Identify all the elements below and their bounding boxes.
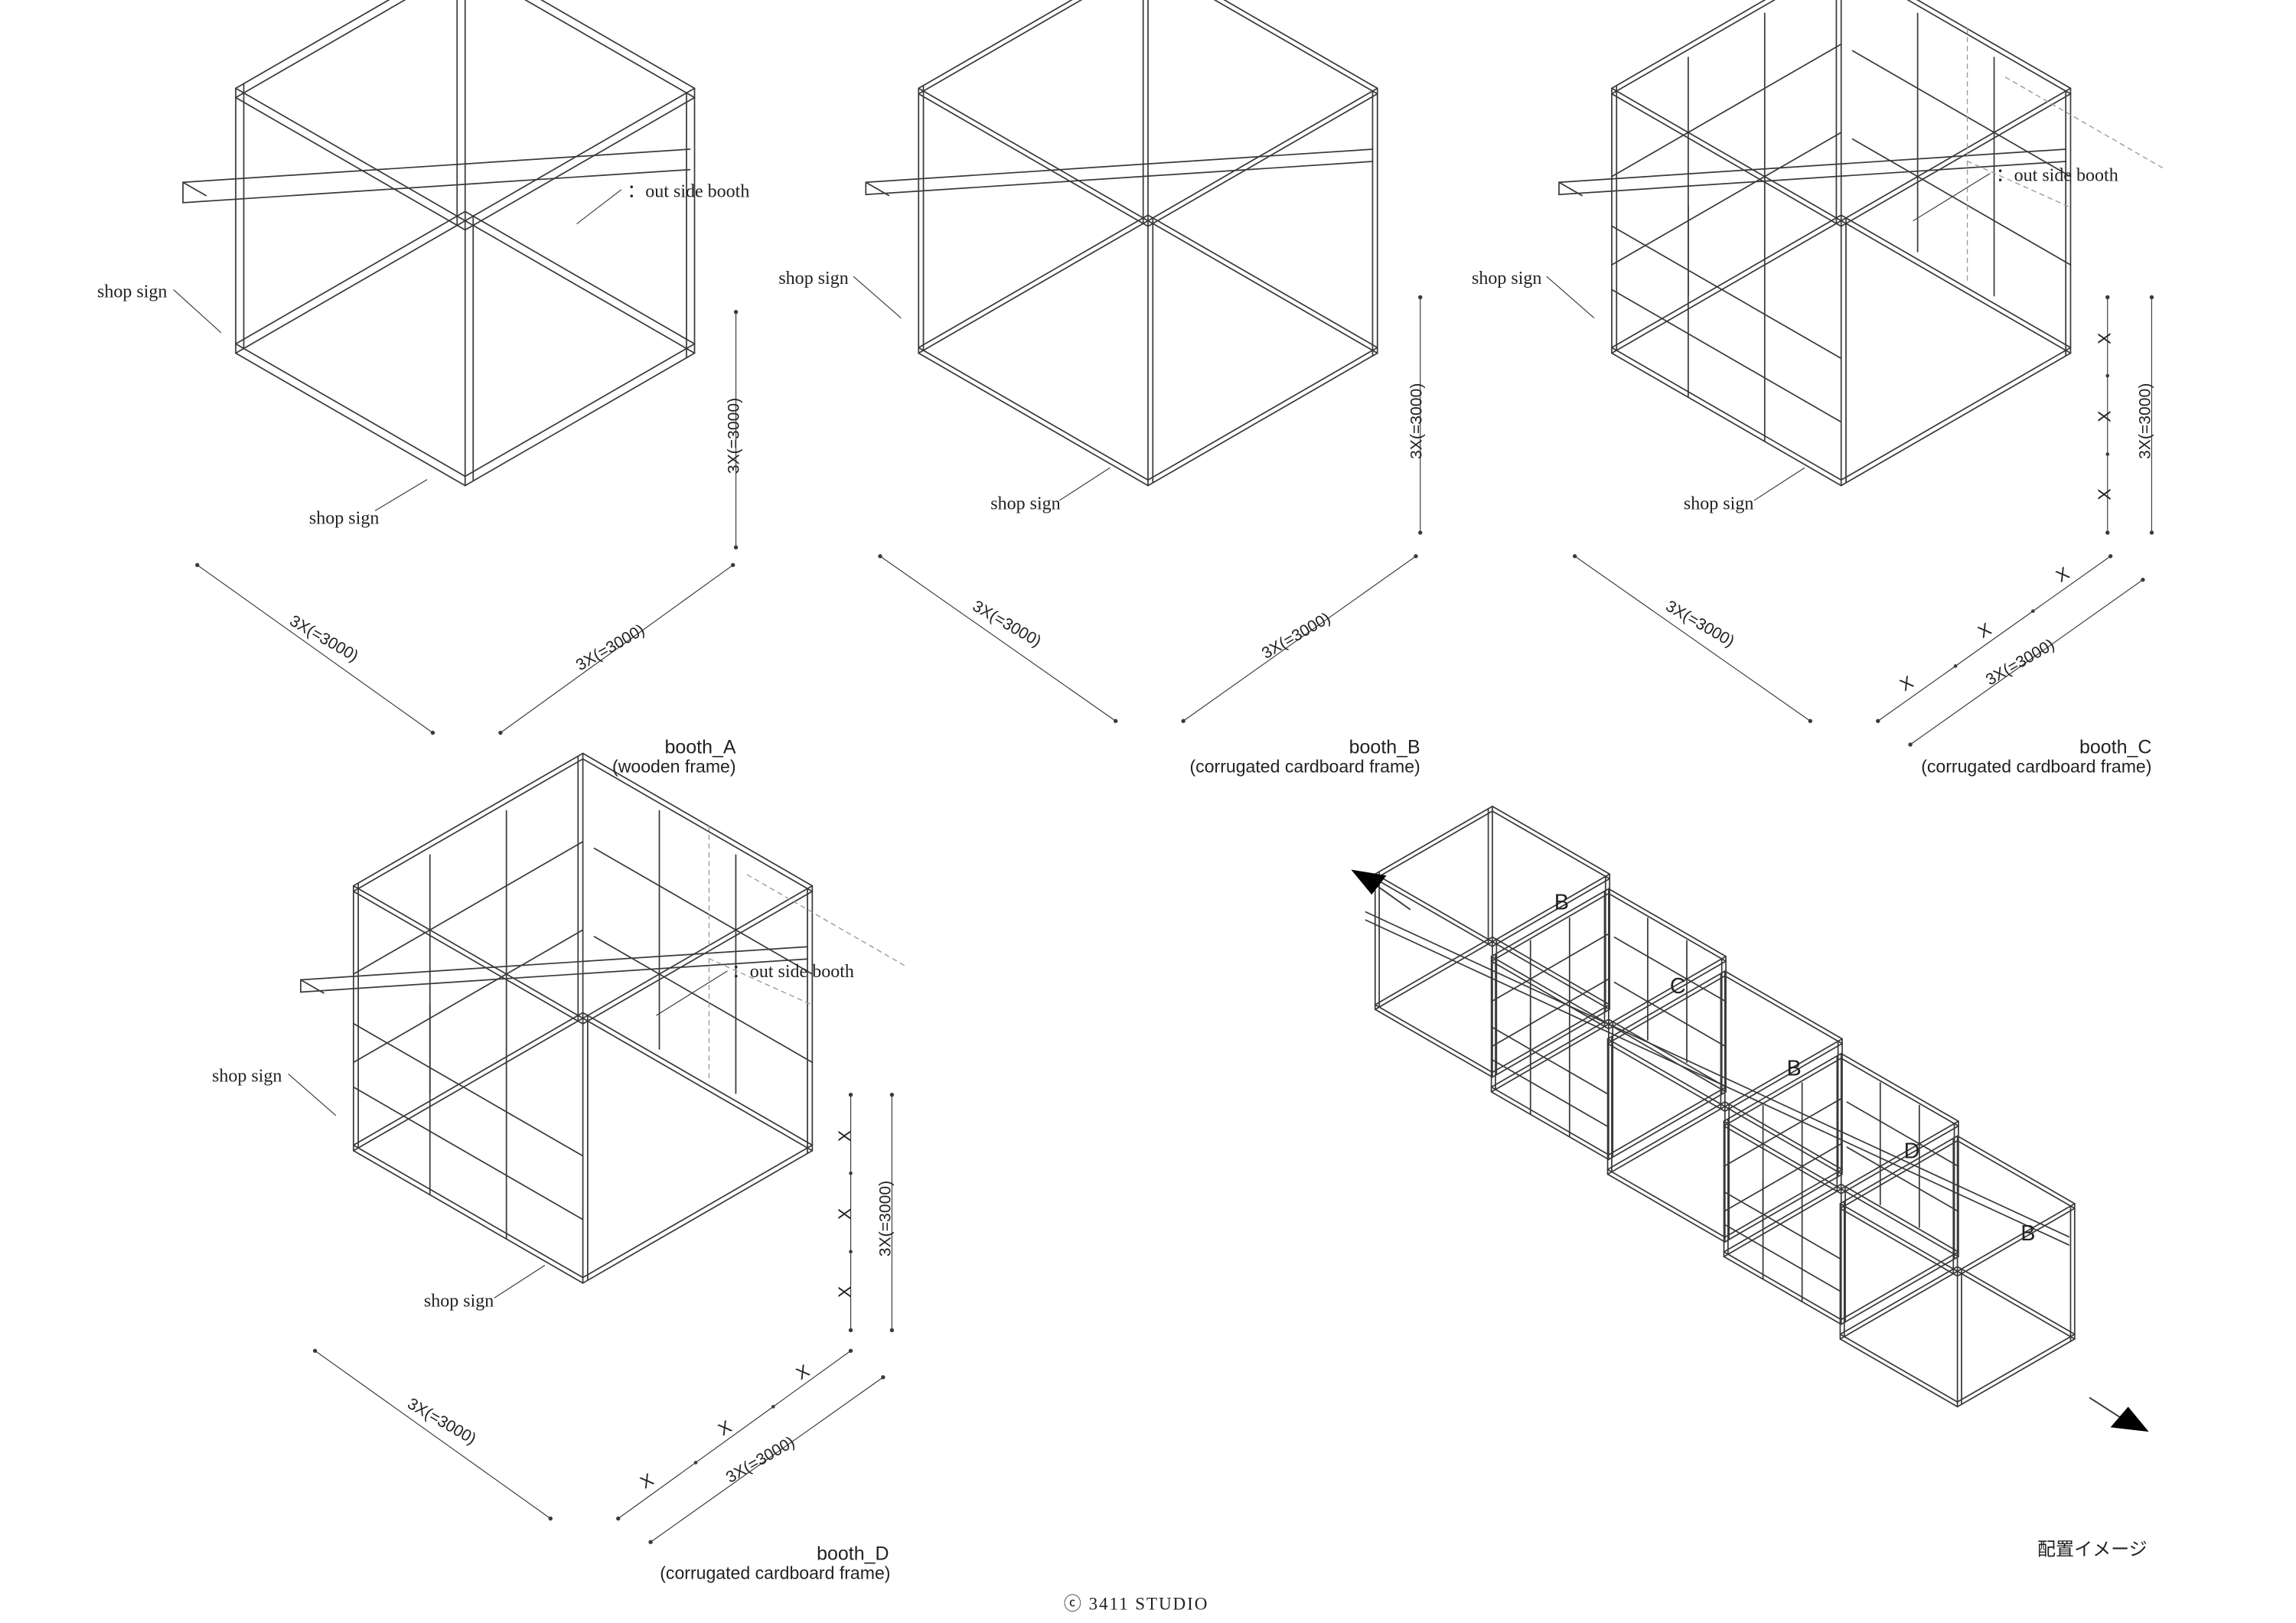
booth-a-height-dim: 3X(=3000) [725, 398, 742, 474]
layout-labels: B C B D B 配置イメージ [1554, 890, 2148, 1559]
booth-b-sign-label-left: shop sign [778, 269, 848, 288]
booth-c-sign-label-front: shop sign [1684, 494, 1753, 513]
booth-d-left-dim: 3X(=3000) [404, 1395, 479, 1449]
booth-c-unit-x-6: X [2053, 563, 2073, 586]
booth-b-height-dim: 3X(=3000) [1408, 383, 1426, 459]
booth-a-title: booth_A [664, 737, 735, 758]
layout-letter-1: B [1554, 890, 1569, 914]
layout-letter-3: B [1787, 1057, 1802, 1081]
booth-d-unit-x-4: X [637, 1469, 657, 1492]
booth-c-right-dim: 3X(=3000) [1983, 636, 2058, 689]
booth-a-drawing [173, 0, 739, 735]
booth-b-drawing [853, 0, 1423, 723]
booth-c-height-dim: 3X(=3000) [2137, 383, 2154, 459]
booth-d-unit-x-1: X [835, 1130, 855, 1142]
booth-d-right-dim: 3X(=3000) [723, 1433, 798, 1487]
booth-a-sign-label-left: shop sign [97, 282, 167, 301]
booth-b-frame-type: (corrugated cardboard frame) [1190, 757, 1420, 777]
booth-a-left-dim: 3X(=3000) [287, 612, 362, 666]
booth-d-unit-x-2: X [835, 1208, 855, 1220]
booth-d-unit-x-3: X [835, 1286, 855, 1298]
booth-d-sign-label-front: shop sign [424, 1292, 494, 1312]
booth-b-labels: shop sign shop sign 3X(=3000) 3X(=3000) … [778, 269, 1425, 776]
booth-a-frame-type: (wooden frame) [612, 757, 736, 777]
booth-d-outside-label: ：out side booth [732, 962, 854, 982]
booth-c-unit-x-5: X [1975, 619, 1994, 642]
booth-a-outside-label: ：out side booth [627, 182, 749, 202]
booth-d-unit-x-5: X [715, 1416, 735, 1439]
booth-d-title: booth_D [817, 1543, 889, 1564]
booth-c-sign-label-left: shop sign [1472, 269, 1541, 288]
booth-a-labels: ：out side booth shop sign shop sign 3X(=… [97, 182, 749, 777]
booth-c-drawing [1546, 0, 2164, 747]
booth-c-title: booth_C [2079, 737, 2151, 758]
booth-b-sign-label-front: shop sign [990, 494, 1060, 513]
layout-letter-4: D [1904, 1139, 1920, 1163]
booth-d-drawing [288, 752, 905, 1544]
layout-letter-2: C [1670, 974, 1686, 999]
booth-b-title: booth_B [1349, 737, 1420, 758]
booth-c-outside-label: ：out side booth [1996, 166, 2118, 186]
booth-c-unit-x-1: X [2095, 333, 2115, 344]
booth-d-height-dim: 3X(=3000) [876, 1181, 894, 1256]
layout-drawing [1351, 805, 2149, 1432]
booth-d-labels: ：out side booth shop sign shop sign X X … [212, 962, 894, 1582]
booth-c-labels: ：out side booth shop sign shop sign X X … [1472, 166, 2154, 777]
copyright: ⓒ 3411 STUDIO [1064, 1594, 1208, 1614]
booth-c-left-dim: 3X(=3000) [1662, 598, 1737, 651]
booth-c-unit-x-2: X [2095, 410, 2115, 422]
layout-letter-5: B [2020, 1221, 2035, 1246]
booth-a-sign-label-front: shop sign [309, 509, 379, 529]
booth-b-right-dim: 3X(=3000) [1259, 609, 1334, 663]
booth-b-left-dim: 3X(=3000) [970, 598, 1045, 651]
booth-d-frame-type: (corrugated cardboard frame) [660, 1563, 890, 1582]
booth-c-unit-x-4: X [1896, 672, 1916, 695]
booth-c-frame-type: (corrugated cardboard frame) [1921, 757, 2151, 777]
axonometric-drawings [173, 0, 2164, 1544]
booth-c-unit-x-3: X [2095, 488, 2115, 500]
booth-a-right-dim: 3X(=3000) [573, 621, 648, 675]
layout-caption: 配置イメージ [2037, 1540, 2148, 1560]
booth-d-sign-label-left: shop sign [212, 1066, 282, 1086]
